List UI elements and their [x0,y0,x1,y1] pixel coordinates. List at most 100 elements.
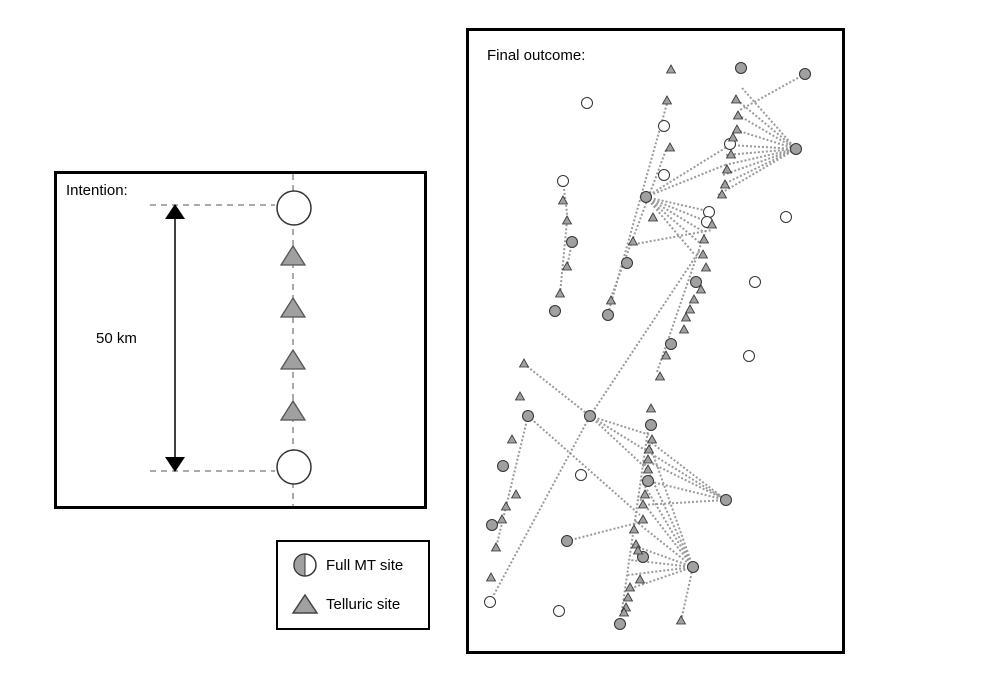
telluric-link [644,459,727,501]
telluric-link [629,229,713,246]
full-mt-site [614,618,626,630]
planned-mt-site [575,469,587,481]
full-mt-site [790,143,802,155]
planned-mt-site [749,276,761,288]
telluric-link [589,415,651,436]
telluric-site [518,358,530,368]
telluric-site [664,142,676,152]
telluric-link [680,566,694,622]
telluric-site [605,295,617,305]
telluric-link [589,415,649,471]
telluric-link [741,87,797,150]
telluric-link [527,415,641,516]
planned-mt-site [703,206,715,218]
full-mt-site [561,535,573,547]
telluric-site [490,542,502,552]
telluric-links [489,73,806,625]
telluric-site [637,499,649,509]
intention-mt-site-bottom [276,449,312,485]
telluric-site [510,489,522,499]
full-mt-site [584,410,596,422]
distance-label: 50 km [96,330,137,347]
full-mt-site [522,410,534,422]
telluric-link [729,144,797,150]
legend-telluric-label: Telluric site [326,595,401,613]
planned-mt-site [557,175,569,187]
full-mt-site [621,257,633,269]
planned-mt-site [658,169,670,181]
planned-mt-site [743,350,755,362]
full-mt-site [642,475,654,487]
telluric-site [639,489,651,499]
final-sites [484,62,811,630]
intention-title: Intention: [66,182,128,199]
intention-telluric-site [279,348,307,370]
telluric-site [646,434,658,444]
telluric-site [634,574,646,584]
telluric-site [647,212,659,222]
full-mt-site [486,519,498,531]
telluric-site [727,132,739,142]
telluric-site [561,215,573,225]
telluric-site [700,262,712,272]
full-mt-site [497,460,509,472]
intention-mt-site-top [276,190,312,226]
telluric-link [645,196,713,213]
telluric-link [647,439,694,568]
telluric-site [642,454,654,464]
telluric-site [716,189,728,199]
full-mt-site [720,494,732,506]
intention-diagram [150,174,312,506]
full-mt-site-icon [293,553,317,577]
arrow-up-icon [165,204,185,219]
telluric-site [665,64,677,74]
full-mt-site [665,338,677,350]
telluric-link [735,129,797,150]
telluric-site [719,179,731,189]
telluric-link [631,544,694,568]
telluric-site [627,236,639,246]
telluric-site [628,524,640,534]
legend-row-full-mt: Full MT site [292,552,403,578]
telluric-link [736,99,797,150]
telluric-site [660,350,672,360]
telluric-site [642,464,654,474]
telluric-site-icon [291,593,319,614]
telluric-link [737,114,797,150]
telluric-link [589,415,727,501]
intention-telluric-site [279,244,307,266]
legend: Full MT site Telluric site [276,540,430,630]
full-mt-site [566,236,578,248]
planned-mt-site [484,596,496,608]
telluric-site [688,294,700,304]
telluric-site [661,95,673,105]
telluric-link [523,363,591,417]
full-mt-site [640,191,652,203]
telluric-link [721,148,797,186]
telluric-link [589,249,701,417]
telluric-site [496,514,508,524]
telluric-link [645,196,661,211]
telluric-link [645,196,709,223]
telluric-site [630,539,642,549]
planned-mt-site [658,120,670,132]
final-outcome-panel: Final outcome: [466,28,845,654]
telluric-site [506,434,518,444]
telluric-site [632,545,644,555]
telluric-site [721,164,733,174]
telluric-site [485,572,497,582]
telluric-site [680,312,692,322]
telluric-link [633,519,694,568]
arrow-down-icon [165,457,185,472]
full-mt-site [799,68,811,80]
telluric-link [717,148,797,196]
intention-telluric-site [279,296,307,318]
full-mt-site [549,305,561,317]
telluric-site [731,124,743,134]
full-mt-site [602,309,614,321]
telluric-site [643,444,655,454]
telluric-site [725,149,737,159]
planned-mt-site [780,211,792,223]
telluric-link [722,148,797,176]
telluric-site [695,284,707,294]
